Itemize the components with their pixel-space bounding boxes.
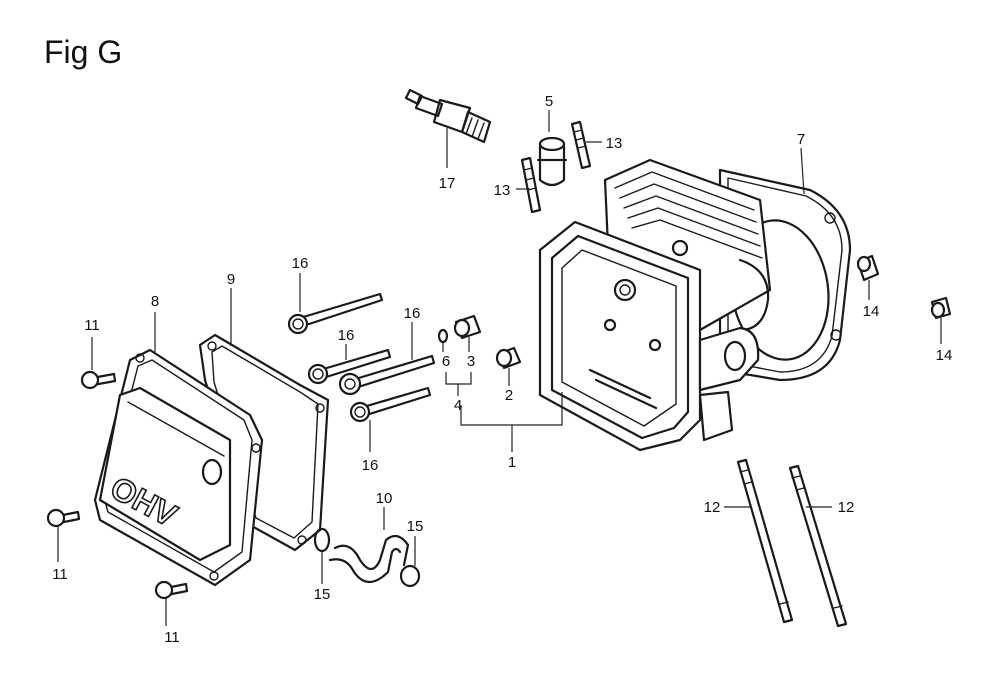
callout-10: 10: [376, 490, 393, 507]
long-stud-a: [736, 458, 794, 624]
callout-6: 6: [442, 353, 450, 370]
figure-title: Fig G: [44, 34, 123, 70]
long-stud-b: [788, 464, 848, 628]
valve-seal-2: [495, 346, 522, 370]
valve-cover: OHV: [93, 348, 264, 587]
callout-3: 3: [467, 353, 475, 370]
stud-upper: [570, 120, 592, 170]
callout-11-bottom: 11: [164, 629, 180, 646]
breather-tube: [328, 534, 410, 584]
tube-clamp-a: [313, 527, 331, 553]
callout-11-left: 11: [52, 566, 68, 583]
callout-15-b: 15: [407, 518, 424, 535]
valve-seal-3: [453, 314, 482, 340]
bolt-16d: [349, 386, 432, 423]
dowel-pin-b: [930, 296, 952, 320]
callout-4: 4: [454, 397, 462, 414]
head-gasket: [718, 168, 852, 382]
bolt-16a: [287, 292, 384, 335]
cover-bolt-b: [46, 508, 81, 528]
callout-labels: 17 5 13 13 7 16 9 8 11 16 16 6 3 4 2 1 1…: [52, 93, 952, 646]
callout-12-a: 12: [704, 499, 721, 516]
callout-7: 7: [797, 131, 805, 148]
tube-clamp-b: [399, 564, 421, 588]
callout-12-b: 12: [838, 499, 855, 516]
callout-16-top: 16: [292, 255, 309, 272]
cover-bolt-c: [154, 580, 189, 600]
callout-2: 2: [505, 387, 513, 404]
callout-16-right: 16: [404, 305, 421, 322]
callout-14-a: 14: [863, 303, 880, 320]
callout-1: 1: [508, 454, 516, 471]
dowel-pin-a: [856, 254, 880, 282]
callout-14-b: 14: [936, 347, 953, 364]
leader-4-bracket: [445, 372, 472, 385]
callout-16-bottom: 16: [362, 457, 379, 474]
callout-5: 5: [545, 93, 553, 110]
callout-8: 8: [151, 293, 159, 310]
callout-13-lower: 13: [494, 182, 511, 199]
callout-15-a: 15: [314, 586, 331, 603]
valve-guide: [536, 136, 568, 187]
stud-lower: [520, 156, 542, 214]
bolt-16c: [338, 354, 436, 396]
valve-clip-6: [437, 328, 449, 344]
spark-plug: [404, 88, 492, 144]
callout-9: 9: [227, 271, 235, 288]
leader-7: [800, 147, 805, 195]
callout-11-top: 11: [84, 317, 100, 334]
callout-13-upper: 13: [606, 135, 623, 152]
cover-bolt-a: [80, 370, 117, 390]
callout-16-mid: 16: [338, 327, 355, 344]
cylinder-head: [538, 158, 772, 452]
callout-17: 17: [439, 175, 456, 192]
bolt-16b: [307, 348, 392, 385]
